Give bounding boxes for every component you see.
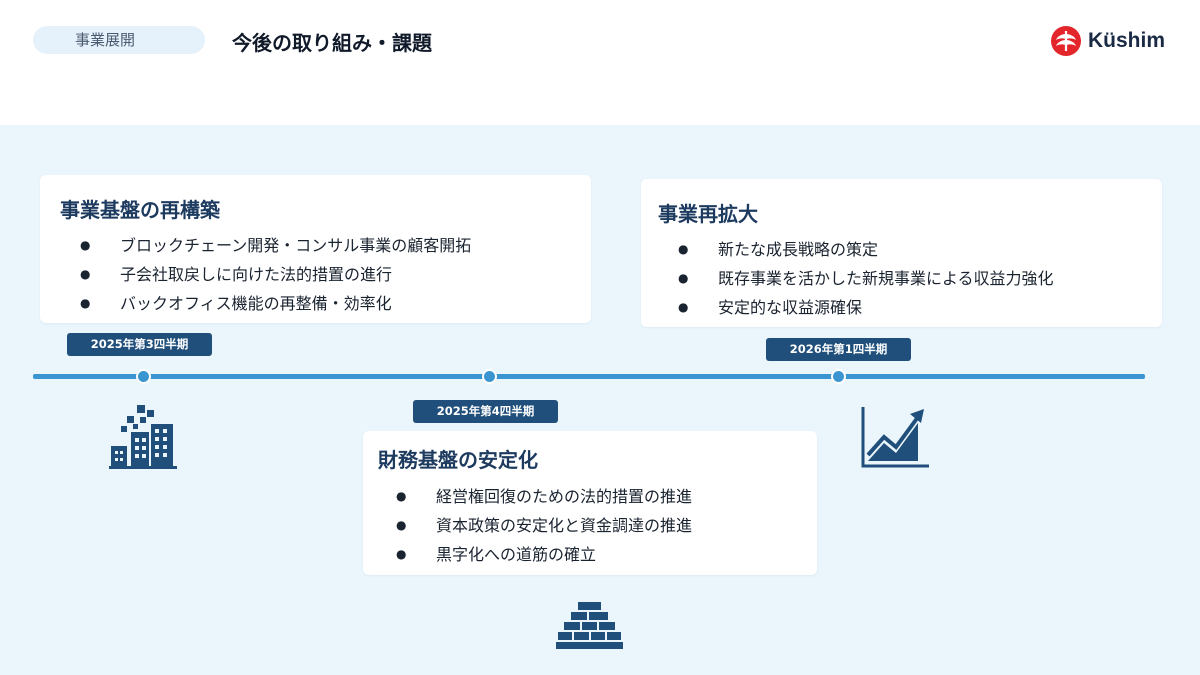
period-badge-1: 2025年第3四半期 xyxy=(67,333,212,356)
timeline-node-2 xyxy=(482,369,497,384)
period-badge-2: 2025年第4四半期 xyxy=(413,400,558,423)
timeline-line xyxy=(33,374,1145,379)
logo-text: Küshim xyxy=(1088,29,1166,52)
milestone-title: 事業再拡大 xyxy=(658,202,758,226)
list-item: 既存事業を活かした新規事業による収益力強化 xyxy=(678,264,1054,293)
list-item: バックオフィス機能の再整備・効率化 xyxy=(80,289,471,318)
list-item: 資本政策の安定化と資金調達の推進 xyxy=(396,511,692,540)
page-title: 今後の取り組み・課題 xyxy=(232,31,432,55)
milestone-items: 新たな成長戦略の策定 既存事業を活かした新規事業による収益力強化 安定的な収益源… xyxy=(678,235,1054,322)
pyramid-icon xyxy=(556,602,623,649)
section-label: 事業展開 xyxy=(33,26,205,54)
timeline-node-3 xyxy=(831,369,846,384)
growth-chart-icon xyxy=(861,407,929,468)
list-item: 経営権回復のための法的措置の推進 xyxy=(396,482,692,511)
list-item: 安定的な収益源確保 xyxy=(678,293,1054,322)
milestone-card-3: 事業再拡大 新たな成長戦略の策定 既存事業を活かした新規事業による収益力強化 安… xyxy=(641,179,1162,327)
list-item: ブロックチェーン開発・コンサル事業の顧客開拓 xyxy=(80,231,471,260)
period-badge-3: 2026年第1四半期 xyxy=(766,338,911,361)
milestone-card-1: 事業基盤の再構築 ブロックチェーン開発・コンサル事業の顧客開拓 子会社取戻しに向… xyxy=(40,175,591,323)
list-item: 子会社取戻しに向けた法的措置の進行 xyxy=(80,260,471,289)
milestone-title: 財務基盤の安定化 xyxy=(378,448,538,472)
header: 事業展開 今後の取り組み・課題 Küshim xyxy=(0,0,1200,125)
list-item: 黒字化への道筋の確立 xyxy=(396,540,692,569)
milestone-title: 事業基盤の再構築 xyxy=(60,198,220,222)
building-icon xyxy=(109,405,177,469)
timeline-node-1 xyxy=(136,369,151,384)
milestone-card-2: 財務基盤の安定化 経営権回復のための法的措置の推進 資本政策の安定化と資金調達の… xyxy=(363,431,817,575)
list-item: 新たな成長戦略の策定 xyxy=(678,235,1054,264)
milestone-items: ブロックチェーン開発・コンサル事業の顧客開拓 子会社取戻しに向けた法的措置の進行… xyxy=(80,231,471,318)
logo-emblem-icon xyxy=(1051,26,1081,56)
company-logo: Küshim xyxy=(1050,25,1165,57)
milestone-items: 経営権回復のための法的措置の推進 資本政策の安定化と資金調達の推進 黒字化への道… xyxy=(396,482,692,569)
